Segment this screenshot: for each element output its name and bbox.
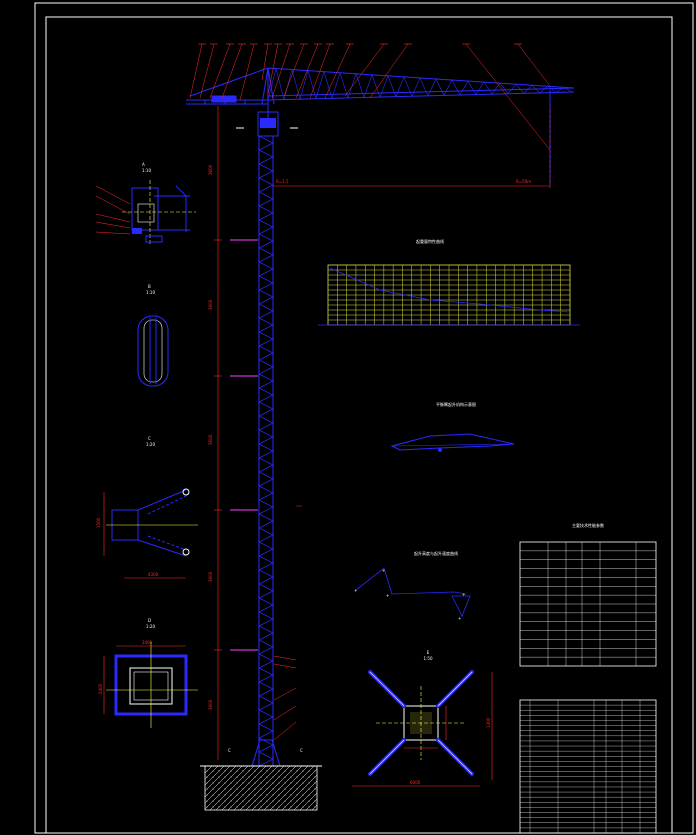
- detail-b-title: B: [148, 284, 151, 289]
- hook-mark-4: +: [462, 592, 465, 597]
- mast-dim-3: 3600: [208, 434, 213, 445]
- counter-jib: [186, 67, 269, 105]
- detail-d-width: 2400: [142, 640, 153, 645]
- hook-line: R=1.5 R=50m: [272, 90, 551, 190]
- foundation-height-dim: 1300: [486, 717, 491, 728]
- radius-right-label: R=50m: [516, 179, 531, 184]
- parts-list: [519, 699, 657, 834]
- section-mark-left: C: [228, 748, 231, 753]
- hook-mark-2: +: [382, 568, 385, 573]
- mast-dim-1: 3600: [208, 164, 213, 175]
- detail-c-scale: 1:20: [146, 442, 155, 447]
- foundation-title: E: [427, 650, 430, 655]
- detail-d-height: 2400: [98, 683, 103, 694]
- detail-a: A 1:10: [95, 162, 196, 246]
- detail-c-height: 1500: [96, 517, 101, 528]
- detail-a-title: A: [142, 162, 145, 167]
- load-chart-grid: [327, 264, 571, 326]
- detail-a-scale: 1:10: [142, 168, 151, 173]
- spec-table: 主要技术性能参数: [519, 522, 657, 667]
- jib: [267, 67, 575, 101]
- foundation-side-dim: 6000: [410, 780, 421, 785]
- detail-c: C 1:20 1500 4300: [96, 436, 198, 579]
- parts-list-grid: [520, 700, 656, 833]
- hook-mark-3: +: [386, 593, 389, 598]
- mast: [258, 135, 274, 767]
- detail-b: B 1:10: [137, 284, 169, 387]
- hook-path-title: 起升高度与起升速度曲线: [414, 550, 458, 556]
- counter-mechanism: 平衡臂起升机构示意图: [390, 401, 515, 452]
- foundation-plan: E 1:50 1300 6000: [352, 650, 493, 787]
- detail-b-scale: 1:10: [146, 290, 155, 295]
- tower-crane-elevation: R=1.5 R=50m 3600: [186, 43, 575, 811]
- load-chart-title: 起重量特性曲线: [416, 238, 444, 244]
- detail-d-scale: 1:20: [146, 624, 155, 629]
- detail-c-title: C: [148, 436, 151, 441]
- counter-title: 平衡臂起升机构示意图: [436, 401, 476, 407]
- inner-frame: [45, 16, 673, 834]
- foundation-scale: 1:50: [424, 656, 433, 661]
- hook-mark-5: +: [458, 616, 461, 621]
- slewing-unit: [236, 111, 298, 137]
- spec-table-grid: [520, 542, 656, 666]
- mast-dim-4: 3600: [208, 571, 213, 582]
- detail-d-title: D: [148, 618, 151, 623]
- radius-left-label: R=1.5: [276, 179, 289, 184]
- mast-dim-2: 3600: [208, 299, 213, 310]
- mast-dim-5: 3600: [208, 699, 213, 710]
- detail-c-width: 4300: [148, 572, 159, 577]
- mast-base: C C: [200, 739, 322, 811]
- spec-table-title: 主要技术性能参数: [572, 522, 604, 528]
- lower-callouts: [273, 505, 302, 741]
- callout-leaders: [189, 43, 551, 151]
- foundation-block: [204, 765, 318, 811]
- outer-frame: [34, 2, 694, 834]
- hook-mark-1: +: [354, 588, 357, 593]
- detail-d: D 1:20 2400 2400: [98, 618, 198, 728]
- tie-brackets: [230, 239, 258, 651]
- load-chart: 起重量特性曲线: [318, 238, 580, 326]
- section-mark-right: C: [300, 748, 303, 753]
- mast-dimension: 3600 3600 3600 3600 3600: [208, 106, 222, 760]
- hook-path: 起升高度与起升速度曲线 + + + + +: [354, 550, 471, 621]
